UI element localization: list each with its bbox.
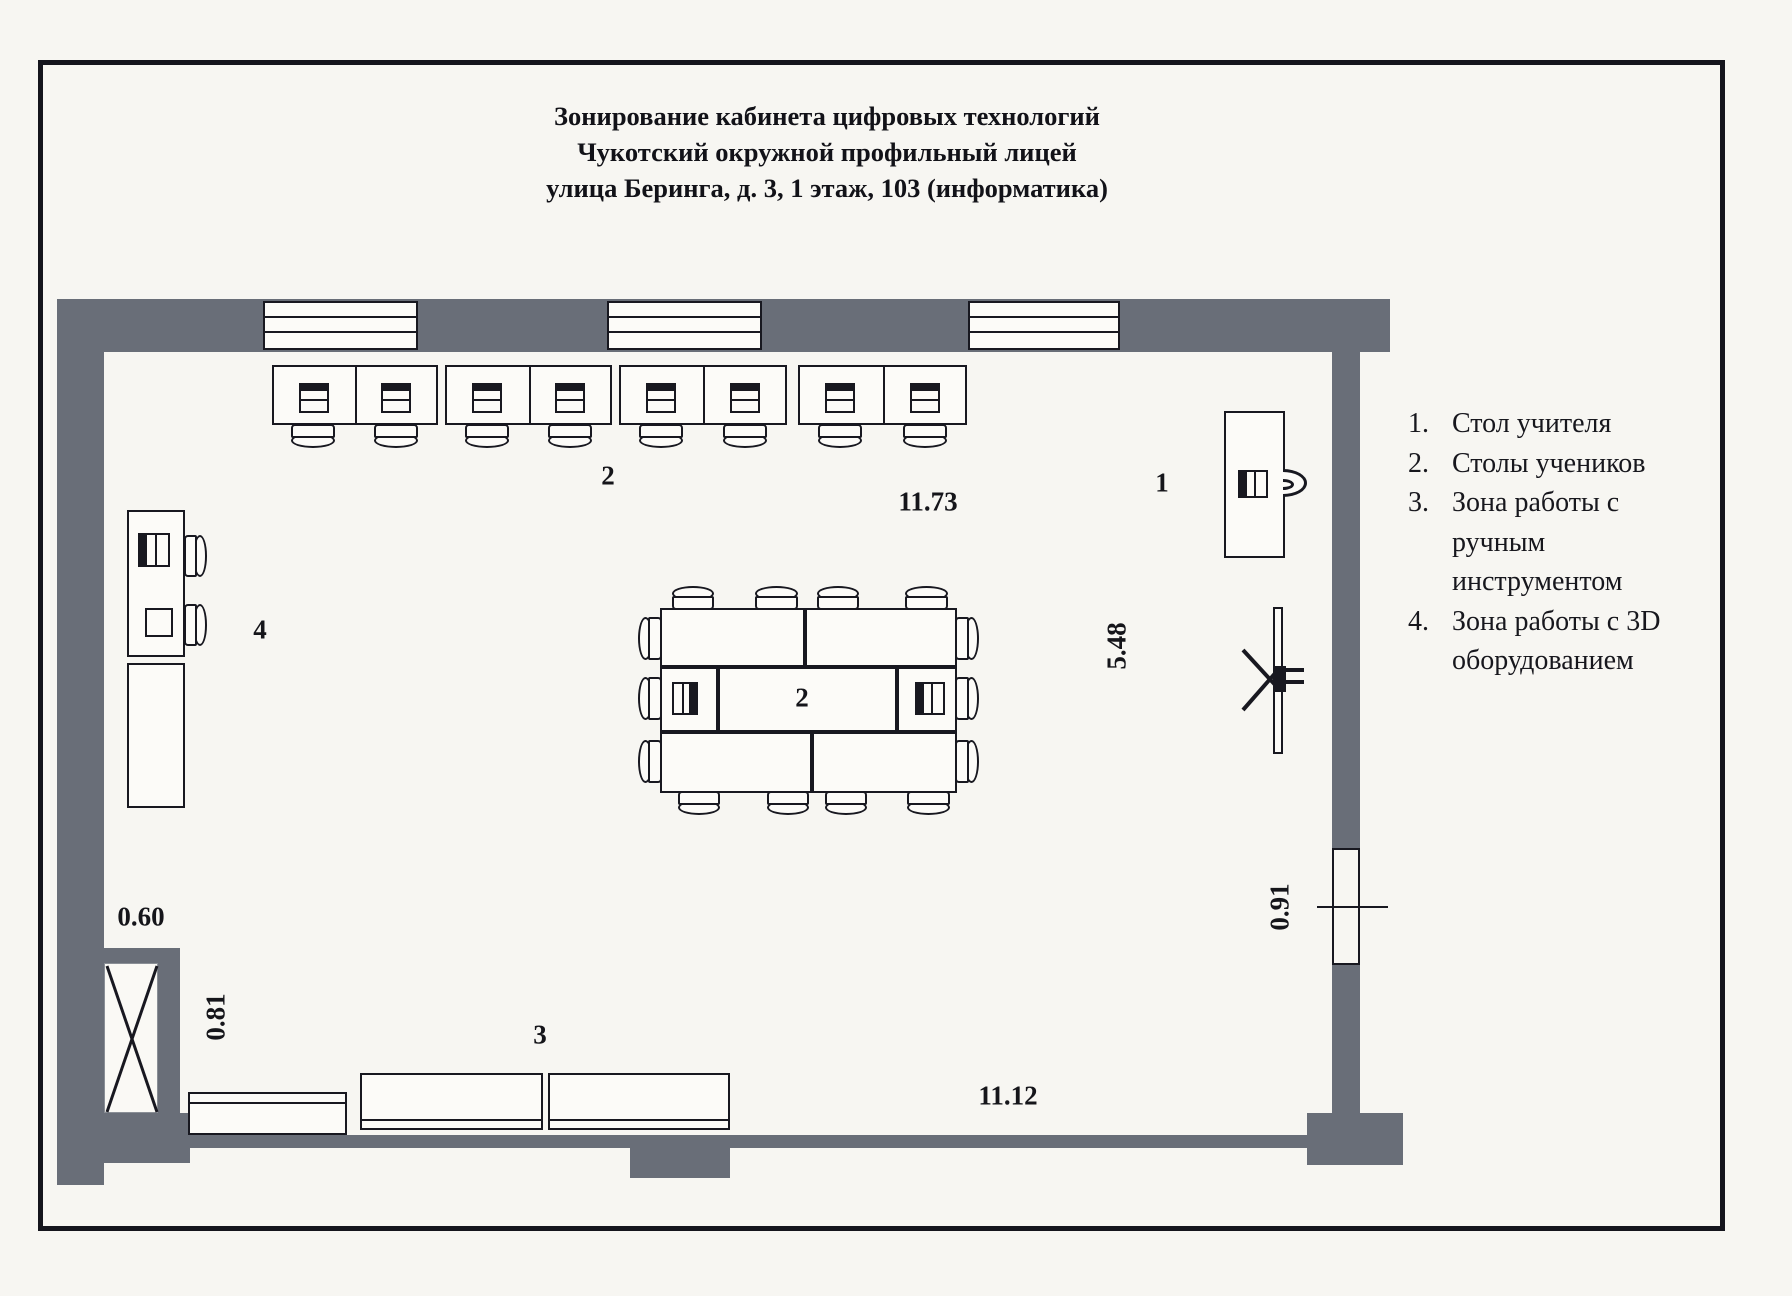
legend-text-2: Столы учеников: [1452, 447, 1646, 479]
computer-icon: [646, 383, 676, 413]
chair: [184, 535, 207, 577]
student-desk-group-2: [445, 365, 612, 425]
door-dimension-tick: [1317, 906, 1388, 908]
legend-item-4: 4. Зона работы с 3D оборудованием: [1408, 602, 1708, 681]
wall-left: [57, 299, 104, 1185]
title-line-3: улица Беринга, д. 3, 1 этаж, 103 (информ…: [546, 173, 1108, 203]
chair: [374, 424, 418, 448]
student-desk-group-3: [619, 365, 787, 425]
chair: [955, 740, 979, 783]
chair: [817, 586, 859, 610]
legend-text-3: Зона работы с ручным инструментом: [1452, 487, 1623, 597]
legend-text-4: Зона работы с 3D оборудованием: [1452, 605, 1661, 677]
dim-door-width: 0.91: [1264, 883, 1295, 931]
center-table: [660, 608, 805, 667]
chair: [907, 791, 950, 815]
dim-top-wall: 11.73: [898, 486, 958, 517]
legend-text-1: Стол учителя: [1452, 408, 1612, 439]
zone-label-threed: 4: [253, 614, 267, 645]
wall-bottom: [104, 1135, 1332, 1148]
computer-icon: [299, 383, 329, 413]
zone-label-hand-tools: 3: [533, 1019, 547, 1050]
legend-item-2: 2. Столы учеников: [1408, 444, 1708, 484]
chair: [291, 424, 335, 448]
student-desk-group-4: [798, 365, 967, 425]
window-3: [968, 301, 1120, 350]
chair: [639, 424, 683, 448]
window-2: [607, 301, 762, 350]
computer-icon: [672, 682, 698, 715]
hand-tool-table-1: [360, 1073, 543, 1130]
chair: [955, 677, 979, 720]
chair: [465, 424, 509, 448]
legend-item-3: 3. Зона работы с ручным инструментом: [1408, 483, 1708, 602]
projector-symbol: [1241, 648, 1304, 712]
chair: [548, 424, 592, 448]
title-line-1: Зонирование кабинета цифровых технологий: [554, 101, 1100, 131]
mouse-icon-inner: [1283, 479, 1294, 490]
window-1: [263, 301, 418, 350]
legend-num-4: 4.: [1408, 605, 1429, 637]
legend-item-1: 1. Стол учителя: [1408, 404, 1708, 444]
title-line-2: Чукотский окружной профильный лицей: [577, 137, 1077, 167]
computer-icon: [472, 383, 502, 413]
zone-label-teacher-desk: 1: [1155, 467, 1169, 498]
page-border: [38, 60, 1725, 1231]
wall-right-lower: [1332, 965, 1360, 1113]
chair: [638, 617, 662, 660]
legend-num-2: 2.: [1408, 447, 1429, 479]
wall-corner-bottom-right: [1307, 1113, 1403, 1165]
chair: [678, 791, 720, 815]
niche-wall-right: [158, 948, 180, 1113]
dim-niche-depth: 0.60: [117, 901, 165, 932]
chair: [825, 791, 867, 815]
center-table: [805, 608, 957, 667]
computer-icon: [1238, 470, 1268, 498]
computer-icon: [138, 533, 170, 567]
legend-num-3: 3.: [1408, 487, 1429, 518]
center-table: [812, 732, 957, 793]
dim-niche-width: 0.81: [200, 993, 231, 1041]
wall-right-upper: [1332, 352, 1360, 848]
computer-icon: [381, 383, 411, 413]
dim-bottom-wall: 11.12: [978, 1080, 1038, 1111]
chair: [672, 586, 714, 610]
legend: 1. Стол учителя 2. Столы учеников 3. Зон…: [1408, 404, 1708, 681]
computer-icon: [825, 383, 855, 413]
hand-tool-table-2: [548, 1073, 730, 1130]
chair: [638, 677, 662, 720]
computer-icon: [915, 682, 945, 715]
hand-tool-table-small: [188, 1092, 347, 1135]
chair: [955, 617, 979, 660]
cabinet-x-box: [104, 963, 159, 1113]
chair: [905, 586, 948, 610]
dim-right-wall: 5.48: [1101, 622, 1132, 670]
wall-corner-bottom-left: [57, 1113, 190, 1163]
chair: [638, 740, 662, 783]
center-table: [718, 667, 897, 732]
computer-icon: [730, 383, 760, 413]
chair: [755, 586, 798, 610]
computer-icon: [555, 383, 585, 413]
chair: [184, 604, 207, 646]
legend-num-1: 1.: [1408, 408, 1429, 439]
chair: [723, 424, 767, 448]
plan-title: Зонирование кабинета цифровых технологий…: [420, 98, 1234, 206]
computer-icon: [910, 383, 940, 413]
chair: [767, 791, 809, 815]
equipment-box: [145, 608, 173, 637]
threed-zone-table-2: [127, 663, 185, 808]
chair: [818, 424, 862, 448]
center-table: [660, 732, 812, 793]
chair: [903, 424, 947, 448]
zone-label-student-desks: 2: [601, 460, 615, 491]
wall-stub-bottom-middle: [630, 1148, 730, 1178]
zone-label-center-tables: 2: [795, 682, 809, 713]
student-desk-group-1: [272, 365, 438, 425]
